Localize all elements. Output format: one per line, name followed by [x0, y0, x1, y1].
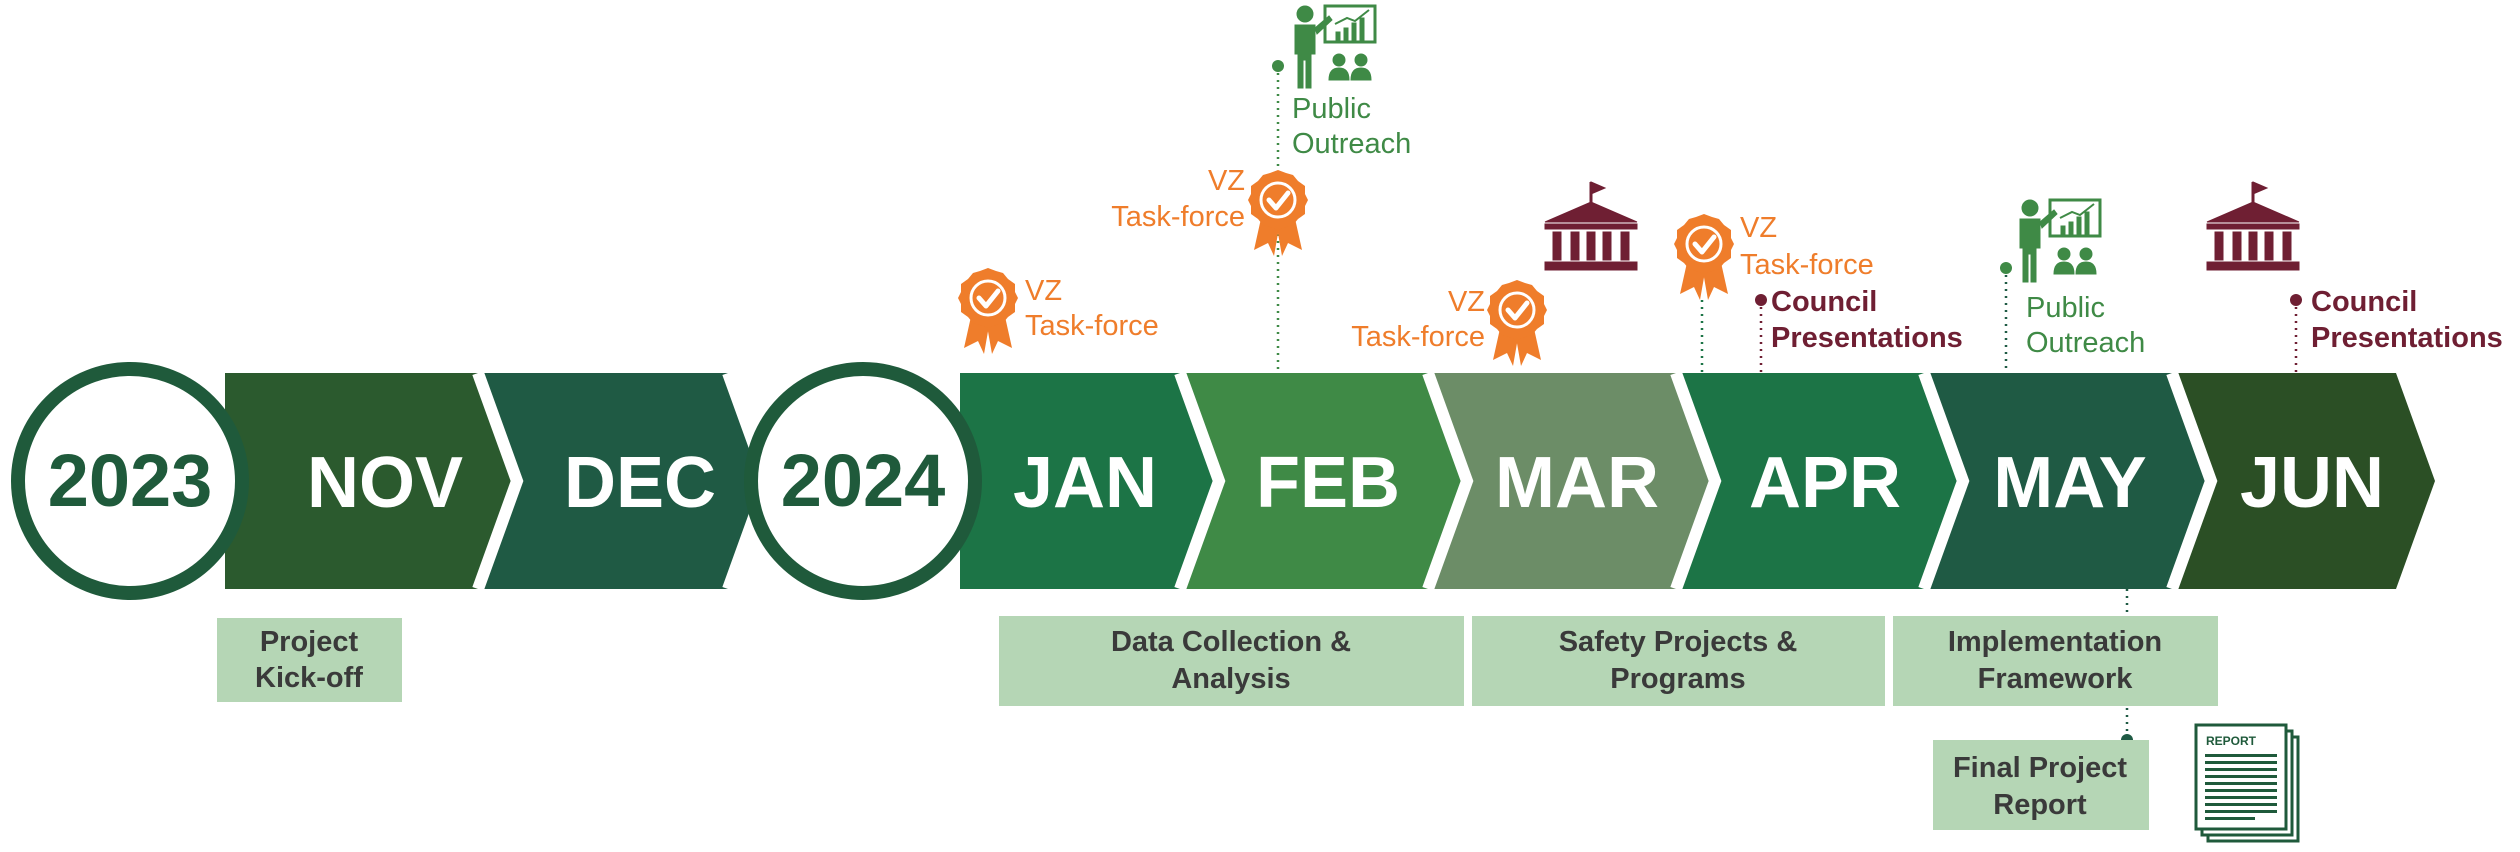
phase-kickoff-line2: Kick-off — [255, 662, 363, 694]
month-label-mar: MAR — [1495, 443, 1659, 523]
year-2024: 2024 — [781, 439, 946, 522]
phase-box-kickoff — [217, 618, 402, 702]
month-label-jan: JAN — [1013, 443, 1157, 523]
council-label-jun-1: Council — [2311, 286, 2417, 318]
outreach-label-may-1: Public — [2026, 292, 2105, 324]
award-ribbon-icon — [1674, 214, 1734, 300]
government-building-icon — [1543, 180, 1639, 272]
presenter-chart-icon — [1293, 4, 1377, 90]
vz-label-apr-2: Task-force — [1740, 249, 1874, 281]
phase-final-line2: Report — [1993, 789, 2087, 821]
report-document-icon: REPORT — [2194, 723, 2300, 843]
outreach-label-may-2: Outreach — [2026, 327, 2145, 359]
chevron-mar — [1428, 373, 1715, 589]
vz-label-mar-2: Task-force — [1351, 321, 1485, 353]
phase-box-final-report — [1933, 740, 2149, 830]
award-ribbon-icon — [958, 268, 1018, 354]
vz-label-apr-1: VZ — [1740, 212, 1777, 244]
award-ribbon-icon — [1487, 280, 1547, 366]
vz-label-jan-2: Task-force — [1025, 310, 1159, 342]
phase-box-data — [999, 616, 1464, 706]
month-label-apr: APR — [1749, 443, 1901, 523]
phase-final-line1: Final Project — [1953, 752, 2127, 784]
phase-box-implementation — [1893, 616, 2218, 706]
year-2023: 2023 — [48, 439, 213, 522]
vz-label-jan-1: VZ — [1025, 275, 1062, 307]
phase-safety-line1: Safety Projects & — [1559, 626, 1798, 658]
chevron-jan — [960, 373, 1219, 589]
phase-kickoff-line1: Project — [260, 626, 359, 658]
chevron-jun — [2172, 373, 2435, 589]
chevron-apr — [1676, 373, 1963, 589]
outreach-label-feb-1: Public — [1292, 93, 1371, 125]
month-label-jun: JUN — [2240, 443, 2384, 523]
council-label-apr-2: Presentations — [1771, 322, 1963, 354]
month-label-dec: DEC — [564, 443, 716, 523]
phase-implementation-line1: Implementation — [1948, 626, 2162, 658]
month-label-may: MAY — [1993, 443, 2146, 523]
council-label-apr-1: Council — [1771, 286, 1877, 318]
vz-label-mar-1: VZ — [1448, 286, 1485, 318]
award-ribbon-icon — [1248, 170, 1308, 256]
year-circle-2023 — [11, 362, 249, 600]
report-icon-label: REPORT — [2206, 734, 2257, 748]
vz-label-feb-1: VZ — [1208, 165, 1245, 197]
chevron-may — [1924, 373, 2211, 589]
council-label-jun-2: Presentations — [2311, 322, 2503, 354]
vz-label-feb-2: Task-force — [1111, 201, 1245, 233]
presenter-chart-icon — [2018, 198, 2102, 284]
chevron-nov — [225, 373, 517, 589]
phase-safety-line2: Programs — [1610, 663, 1745, 695]
government-building-icon — [2205, 180, 2301, 272]
chevron-dec — [478, 373, 767, 589]
outreach-label-feb-2: Outreach — [1292, 128, 1411, 160]
phase-data-line1: Data Collection & — [1111, 626, 1351, 658]
year-circle-2024 — [744, 362, 982, 600]
month-chevrons — [225, 373, 2435, 589]
phase-box-safety — [1472, 616, 1885, 706]
month-label-feb: FEB — [1256, 443, 1400, 523]
phase-implementation-line2: Framework — [1978, 663, 2134, 695]
phase-data-line2: Analysis — [1171, 663, 1290, 695]
chevron-feb — [1180, 373, 1467, 589]
month-label-nov: NOV — [307, 443, 463, 523]
